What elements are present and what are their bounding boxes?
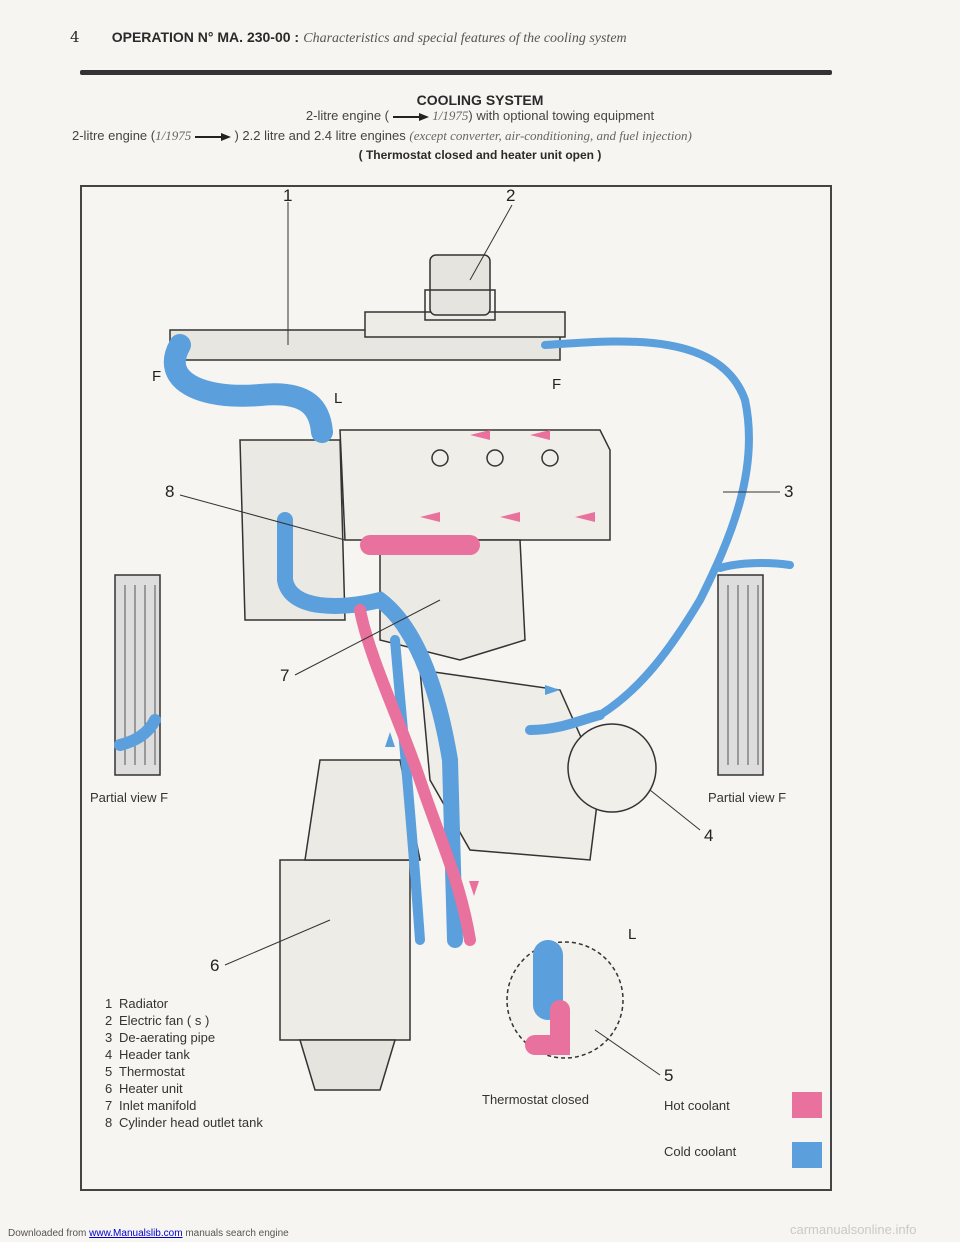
fan-shroud: [364, 311, 566, 338]
callout-3: 3: [784, 482, 794, 501]
cold-coolant-swatch: [792, 1142, 822, 1168]
electric-fan: [429, 254, 491, 316]
watermark: carmanualsonline.info: [790, 1222, 917, 1237]
cold-hose-top-left: [163, 334, 333, 443]
header-tank: [567, 723, 657, 813]
deaeration-pipe: [541, 337, 753, 719]
partial-view-right-label: Partial view F: [708, 790, 787, 805]
hot-coolant-label: Hot coolant: [664, 1098, 730, 1113]
callout-1: 1: [283, 186, 293, 205]
callout-4: 4: [704, 826, 714, 845]
marker-l: L: [334, 390, 343, 407]
callout-8: 8: [165, 482, 175, 501]
partial-view-left-label: Partial view F: [90, 790, 169, 805]
callout-7: 7: [280, 666, 290, 685]
cold-hose-lower: [277, 512, 463, 948]
header-rule: [80, 70, 832, 75]
partial-radiator-right: [717, 574, 764, 776]
footer: Downloaded from www.Manualslib.com manua…: [8, 1228, 289, 1239]
thermostat-l: L: [628, 926, 637, 943]
title-line-1: 2-litre engine ( 1/1975) with optional t…: [305, 108, 655, 123]
callout-6: 6: [210, 956, 220, 975]
heater-unit: [279, 859, 411, 1041]
diagram-frame: [80, 185, 832, 1191]
cold-coolant-label: Cold coolant: [664, 1144, 737, 1159]
operation-number: OPERATION N° MA. 230-00 :: [111, 29, 300, 45]
title-line-2: 2-litre engine (1/1975 ) 2.2 litre and 2…: [72, 128, 692, 143]
page-header: 4 OPERATION N° MA. 230-00 : Characterist…: [70, 28, 627, 47]
title-condition: ( Thermostat closed and heater unit open…: [358, 148, 602, 162]
page-number: 4: [70, 28, 80, 46]
thermostat-caption: Thermostat closed: [482, 1092, 589, 1107]
arrow-right-icon: [194, 132, 231, 141]
engine-block: [339, 429, 611, 541]
marker-f: F: [552, 376, 562, 393]
marker-f-left: F: [152, 368, 162, 385]
callout-5: 5: [664, 1066, 674, 1085]
callout-2: 2: [506, 186, 516, 205]
diagram-title: COOLING SYSTEM: [416, 92, 544, 108]
manualslib-link[interactable]: www.Manualslib.com: [89, 1228, 183, 1239]
hot-coolant-swatch: [792, 1092, 822, 1118]
arrow-right-icon: [392, 112, 429, 121]
header-subtitle: Characteristics and special features of …: [303, 31, 627, 46]
